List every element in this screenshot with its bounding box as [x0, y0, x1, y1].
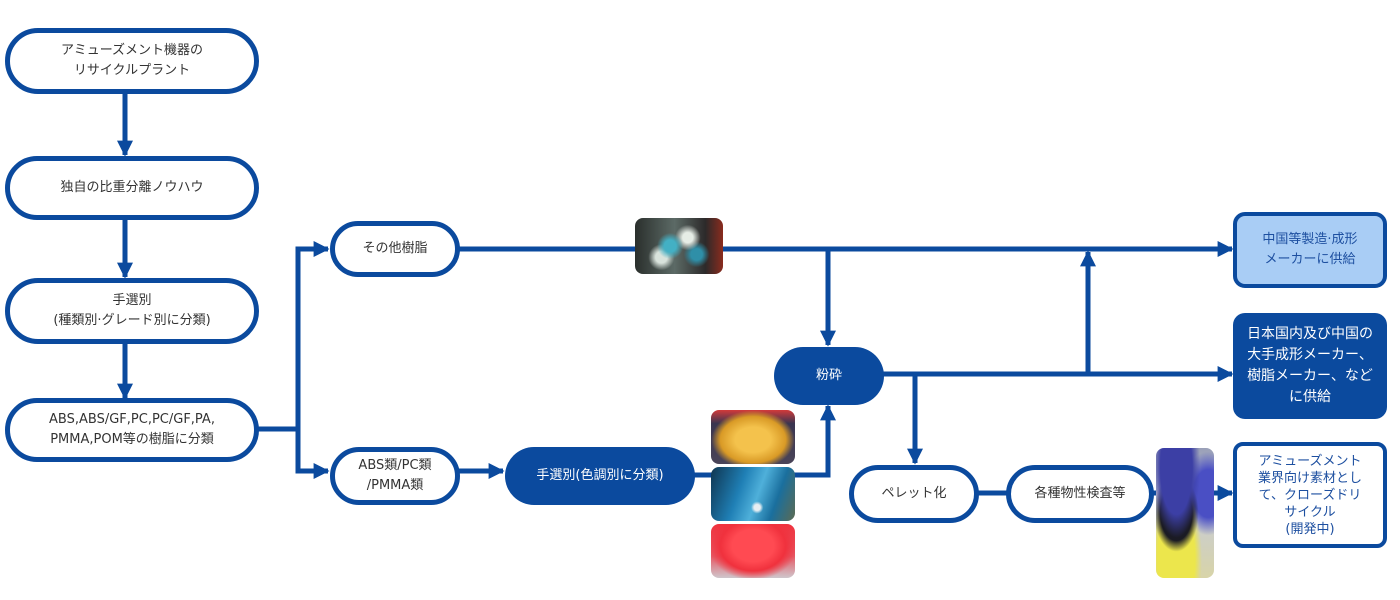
node-recycle-plant: アミューズメント機器の リサイクルプラント — [5, 28, 259, 94]
arrow-to-abs-pc-pmma — [295, 429, 330, 480]
node-abs-pc-pmma: ABS類/PC類 /PMMA類 — [330, 447, 460, 505]
node-color-hand-sorting: 手選別(色調別に分類) — [505, 447, 695, 505]
node-specific-gravity-separation: 独自の比重分離ノウハウ — [5, 156, 259, 220]
yellow-flakes-photo — [711, 410, 795, 464]
node-closed-recycle: アミューズメント 業界向け素材とし て、クローズドリ サイクル (開発中) — [1233, 442, 1387, 548]
node-supply-japan-china-makers: 日本国内及び中国の 大手成形メーカー、 樹脂メーカー、など に供給 — [1233, 313, 1387, 419]
blue-flakes-photo — [711, 467, 795, 521]
arrow-to-other-resin — [295, 240, 330, 429]
node-other-resin: その他樹脂 — [330, 221, 460, 277]
pellets-photo — [1156, 448, 1214, 578]
red-flakes-photo — [711, 524, 795, 578]
mixed-resin-photo — [635, 218, 723, 274]
node-crushing: 粉砕 — [774, 347, 884, 405]
node-property-inspection: 各種物性検査等 — [1006, 465, 1154, 523]
node-hand-sorting: 手選別 (種類別·グレード別に分類) — [5, 278, 259, 344]
node-supply-china-manufacturers: 中国等製造·成形 メーカーに供給 — [1233, 212, 1387, 288]
node-pelletize: ペレット化 — [849, 465, 979, 523]
node-resin-classification: ABS,ABS/GF,PC,PC/GF,PA, PMMA,POM等の樹脂に分類 — [5, 398, 259, 462]
